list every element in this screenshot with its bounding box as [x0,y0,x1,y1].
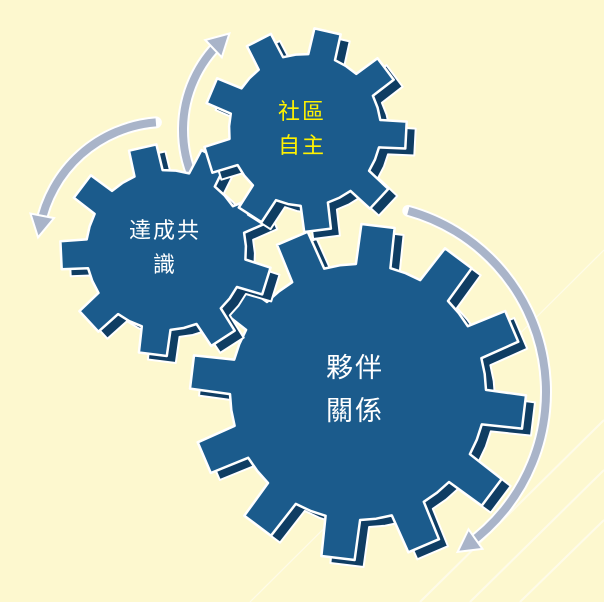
gear-label-community-autonomy: 社區 自主 [277,100,326,160]
arrow-head [29,212,56,240]
gear-partnership [188,222,536,568]
arrow-shaft [36,118,157,227]
arrow-head [455,527,485,554]
gear-face [203,27,408,234]
light-streak [419,419,604,602]
gear-label-partnership: 夥伴 關係 [326,353,384,428]
rotation-arrow-left [29,116,162,240]
gear-community-autonomy [203,27,417,240]
light-streak [469,469,604,602]
arrow-head [203,32,231,60]
light-streak [519,519,604,602]
rotation-arrows [29,32,552,554]
gear-label-reach-consensus: 達成共 識 [128,219,201,279]
gears [59,27,536,568]
rotation-arrow-right [402,204,552,554]
gear-face [188,222,528,562]
arrow-shaft [407,206,550,549]
